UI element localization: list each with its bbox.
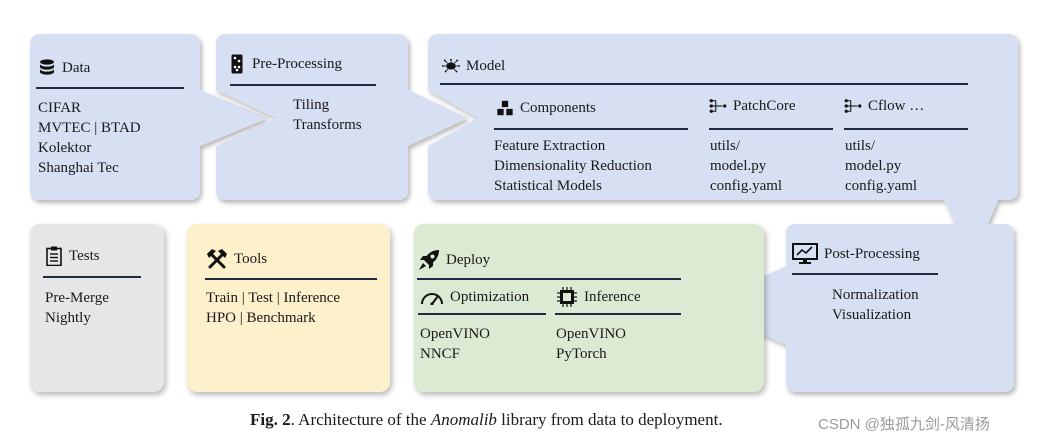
list-item: Feature Extraction [494,138,606,154]
preprocessing-title: Pre-Processing [252,55,342,72]
patchcore-rule [709,128,833,130]
list-item: Statistical Models [494,178,602,194]
preprocessing-rule [230,84,376,86]
tools-list: Train | Test | Inference HPO | Benchmark [206,288,340,328]
list-item: NNCF [420,346,461,362]
data-title: Data [62,59,91,76]
cflow-list: utils/ model.py config.yaml [845,136,917,196]
stacked-boxes-icon [496,99,514,117]
list-item: Train | Test | Inference [206,290,341,306]
caption-post: library from data to deployment. [496,410,723,429]
model-shape [428,34,1018,262]
optimization-rule [418,313,546,315]
tests-header: Tests [45,246,100,266]
deploy-rule [417,278,681,280]
preprocessing-header: Pre-Processing [228,54,342,74]
list-item: OpenVINO [420,326,490,342]
list-item: Nightly [45,310,91,326]
tests-panel [30,224,164,392]
tools-title: Tools [234,250,268,267]
caption-fig: Fig. 2 [250,410,291,429]
tests-rule [43,276,141,278]
rocket-icon [418,250,440,270]
inference-header: Inference [556,287,641,307]
tree-structure-icon [844,97,862,115]
model-title: Model [466,57,506,74]
list-item: utils/ [710,138,741,154]
components-header: Components [496,99,596,117]
caption-pre: . Architecture of the [290,410,431,429]
postprocessing-title: Post-Processing [824,245,920,262]
data-rule [36,87,184,89]
list-item: utils/ [845,138,876,154]
caption-lib: Anomalib [430,410,497,429]
list-item: OpenVINO [556,326,626,342]
patchcore-header: PatchCore [709,97,795,115]
patchcore-title: PatchCore [733,97,796,114]
list-item: Transforms [293,117,362,133]
list-item: model.py [710,158,767,174]
list-item: HPO | Benchmark [206,310,316,326]
preprocessing-arrow-shape [216,34,468,200]
model-header: Model [442,57,505,75]
data-header: Data [38,59,90,77]
list-item: Visualization [832,307,912,323]
deploy-header: Deploy [418,250,491,270]
deploy-panel [414,224,764,392]
list-item: config.yaml [710,178,783,194]
optimization-header: Optimization [420,288,529,306]
components-rule [494,128,688,130]
clipboard-icon [45,246,63,266]
components-title: Components [520,99,596,116]
monitor-chart-icon [792,243,818,264]
tests-title: Tests [69,247,100,264]
inference-list: OpenVINO PyTorch [556,324,626,364]
list-item: config.yaml [845,178,918,194]
domino-icon [228,54,246,74]
cflow-title: Cflow … [868,97,925,114]
list-item: Pre-Merge [45,290,109,306]
hammer-pick-icon [206,249,228,269]
watermark: CSDN @独孤九剑-风清扬 [818,416,990,433]
postprocessing-rule [792,273,938,275]
list-item: Tiling [293,97,330,113]
preprocessing-list: Tiling Transforms [293,95,362,135]
inference-rule [555,313,681,315]
list-item: MVTEC | BTAD [38,120,141,136]
data-list: CIFAR MVTEC | BTAD Kolektor Shanghai Tec [38,98,141,178]
optimization-title: Optimization [450,288,530,305]
tools-rule [205,278,377,280]
list-item: Dimensionality Reduction [494,158,652,174]
deploy-title: Deploy [446,251,491,268]
patchcore-list: utils/ model.py config.yaml [710,136,782,196]
database-icon [38,59,56,77]
network-icon [442,57,460,75]
cflow-header: Cflow … [844,97,924,115]
inference-title: Inference [584,288,641,305]
list-item: Kolektor [38,140,92,156]
tree-structure-icon [709,97,727,115]
speedometer-icon [420,288,444,306]
model-rule [440,83,968,85]
optimization-list: OpenVINO NNCF [420,324,490,364]
chip-icon [556,287,578,307]
list-item: CIFAR [38,100,82,116]
figure-caption: Fig. 2. Architecture of the Anomalib lib… [250,410,723,430]
cflow-rule [844,128,968,130]
tools-header: Tools [206,249,268,269]
data-arrow-shape [30,34,268,200]
list-item: Shanghai Tec [38,160,119,176]
list-item: Normalization [832,287,919,303]
tests-list: Pre-Merge Nightly [45,288,109,328]
list-item: model.py [845,158,902,174]
postprocessing-header: Post-Processing [792,243,920,264]
list-item: PyTorch [556,346,607,362]
postprocessing-shape [700,224,1014,392]
postprocessing-list: Normalization Visualization [832,285,919,325]
components-list: Feature Extraction Dimensionality Reduct… [494,136,652,196]
